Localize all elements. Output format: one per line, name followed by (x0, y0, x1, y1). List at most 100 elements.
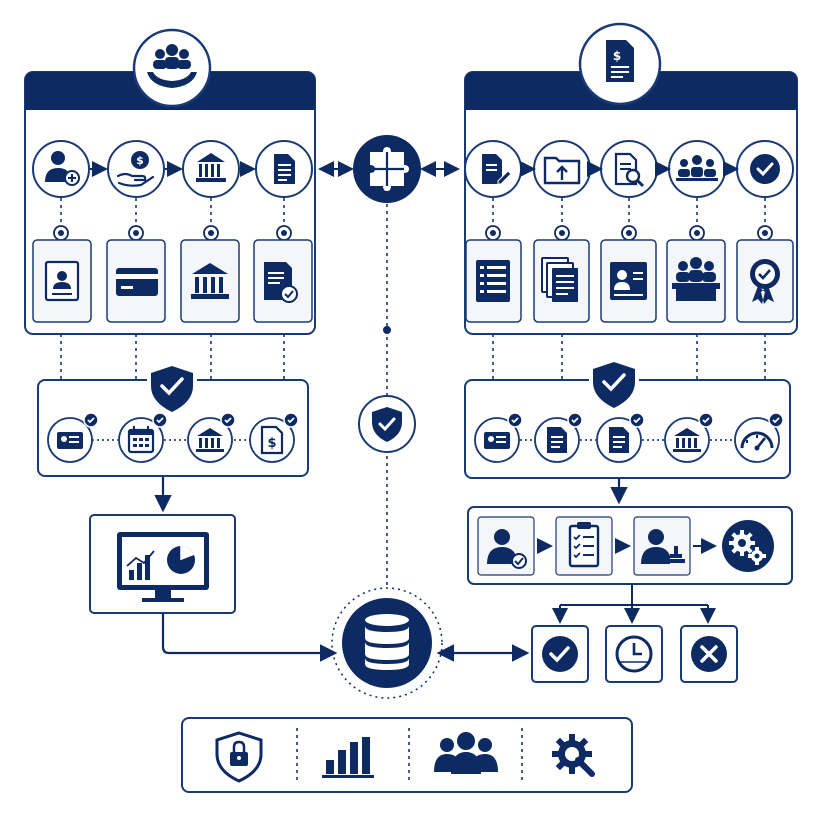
right-card-2[interactable] (533, 239, 590, 323)
bank-check-icon (673, 428, 701, 452)
right-card-5[interactable] (736, 239, 794, 323)
left-step-1[interactable] (32, 140, 90, 198)
left-verification-panel: $ (37, 362, 309, 477)
outcome-rejected[interactable] (680, 625, 738, 683)
dollar-document-icon: $ (606, 40, 634, 82)
footer-team[interactable] (434, 732, 498, 774)
right-step-1[interactable] (464, 140, 522, 198)
credit-card-icon (116, 268, 158, 296)
review-step-2[interactable] (555, 516, 613, 576)
left-verify-item-1[interactable] (47, 412, 99, 463)
right-verification-panel (464, 358, 791, 479)
right-verify-item-5[interactable] (734, 412, 784, 463)
right-step-5[interactable] (736, 140, 794, 198)
review-step-3[interactable] (633, 516, 691, 576)
rejected-x-icon (691, 636, 727, 672)
shield-check-icon (372, 407, 402, 442)
document-icon (274, 154, 295, 184)
analytics-to-database-arrow (161, 613, 338, 662)
bank-icon (196, 153, 226, 182)
left-step-cards (32, 239, 313, 323)
check-circle-icon (750, 154, 780, 184)
svg-text:$: $ (136, 154, 144, 167)
footer-settings[interactable] (552, 734, 595, 777)
id-badge-icon (44, 260, 80, 302)
document-edit-icon (482, 154, 512, 185)
center-integration[interactable] (318, 135, 460, 203)
review-step-1[interactable] (477, 516, 535, 576)
right-step-cards (465, 239, 794, 323)
document-search-icon (614, 152, 645, 188)
review-process-panel (467, 506, 793, 585)
outcomes (531, 625, 738, 683)
right-step-3[interactable] (600, 140, 658, 198)
left-card-4[interactable] (253, 239, 313, 323)
right-verify-item-3[interactable] (596, 412, 645, 463)
award-badge-icon (750, 259, 780, 304)
left-card-1[interactable] (32, 239, 92, 323)
center-node-dot (383, 326, 391, 334)
document-check-icon (609, 427, 629, 453)
footer-bar (181, 717, 633, 793)
team-icon (676, 155, 718, 181)
right-card-1[interactable] (465, 239, 522, 323)
svg-text:$: $ (613, 49, 621, 63)
review-step-4[interactable] (722, 520, 774, 572)
left-verify-item-2[interactable] (118, 412, 168, 463)
document-check-icon (547, 427, 567, 453)
left-verify-item-4[interactable]: $ (249, 412, 299, 463)
bar-chart-icon (322, 737, 374, 778)
user-check-icon (487, 529, 527, 569)
right-verify-item-2[interactable] (534, 412, 583, 463)
right-card-3[interactable] (600, 239, 657, 323)
left-verify-item-3[interactable] (187, 412, 236, 463)
analytics-box[interactable] (89, 514, 236, 614)
central-database[interactable] (331, 587, 443, 699)
stacked-documents-icon (541, 257, 578, 302)
right-step-2[interactable] (533, 140, 591, 198)
wrench-gear-icon (552, 734, 595, 777)
right-panel-down-connectors (492, 334, 766, 380)
puzzle-icon (370, 147, 409, 191)
shield-check-icon (147, 362, 197, 416)
right-step-connectors (492, 198, 766, 226)
gauge-check-icon (740, 431, 774, 451)
right-verify-item-4[interactable] (664, 412, 714, 463)
document-check-icon (264, 262, 298, 303)
pending-clock-icon (615, 635, 653, 673)
calendar-check-icon (127, 426, 155, 454)
id-card-icon (610, 262, 647, 300)
right-step-pins (485, 225, 773, 241)
money-hand-icon: $ (116, 151, 155, 187)
left-card-2[interactable] (106, 239, 166, 323)
center-security-badge[interactable] (358, 395, 416, 453)
right-step-4[interactable] (668, 140, 726, 198)
id-card-check-icon (57, 432, 83, 449)
footer-reports[interactable] (322, 737, 374, 778)
outcome-branch-lines (552, 584, 716, 624)
group-icon (434, 732, 498, 774)
folder-upload-icon (543, 156, 581, 185)
right-verify-item-1[interactable] (474, 412, 523, 463)
outcome-pending[interactable] (605, 625, 663, 683)
clipboard-checklist-icon (568, 522, 600, 568)
hands-holding-people-icon (147, 44, 197, 88)
lock-shield-icon (215, 731, 263, 783)
user-add-icon (45, 151, 80, 186)
right-process-steps (464, 140, 794, 198)
left-header-badge (132, 28, 212, 108)
footer-security[interactable] (215, 731, 263, 783)
left-step-4[interactable] (255, 140, 313, 198)
left-process-steps: $ (32, 140, 313, 198)
left-step-3[interactable] (182, 140, 240, 198)
left-panel-down-connectors (60, 334, 285, 380)
right-header-badge: $ (578, 22, 662, 106)
right-card-4[interactable] (666, 239, 726, 323)
svg-text:$: $ (267, 436, 276, 451)
bank-icon (191, 263, 229, 299)
outcome-approved[interactable] (531, 625, 589, 683)
left-card-3[interactable] (180, 239, 240, 323)
bank-check-icon (196, 428, 224, 452)
left-step-2[interactable]: $ (107, 140, 165, 198)
